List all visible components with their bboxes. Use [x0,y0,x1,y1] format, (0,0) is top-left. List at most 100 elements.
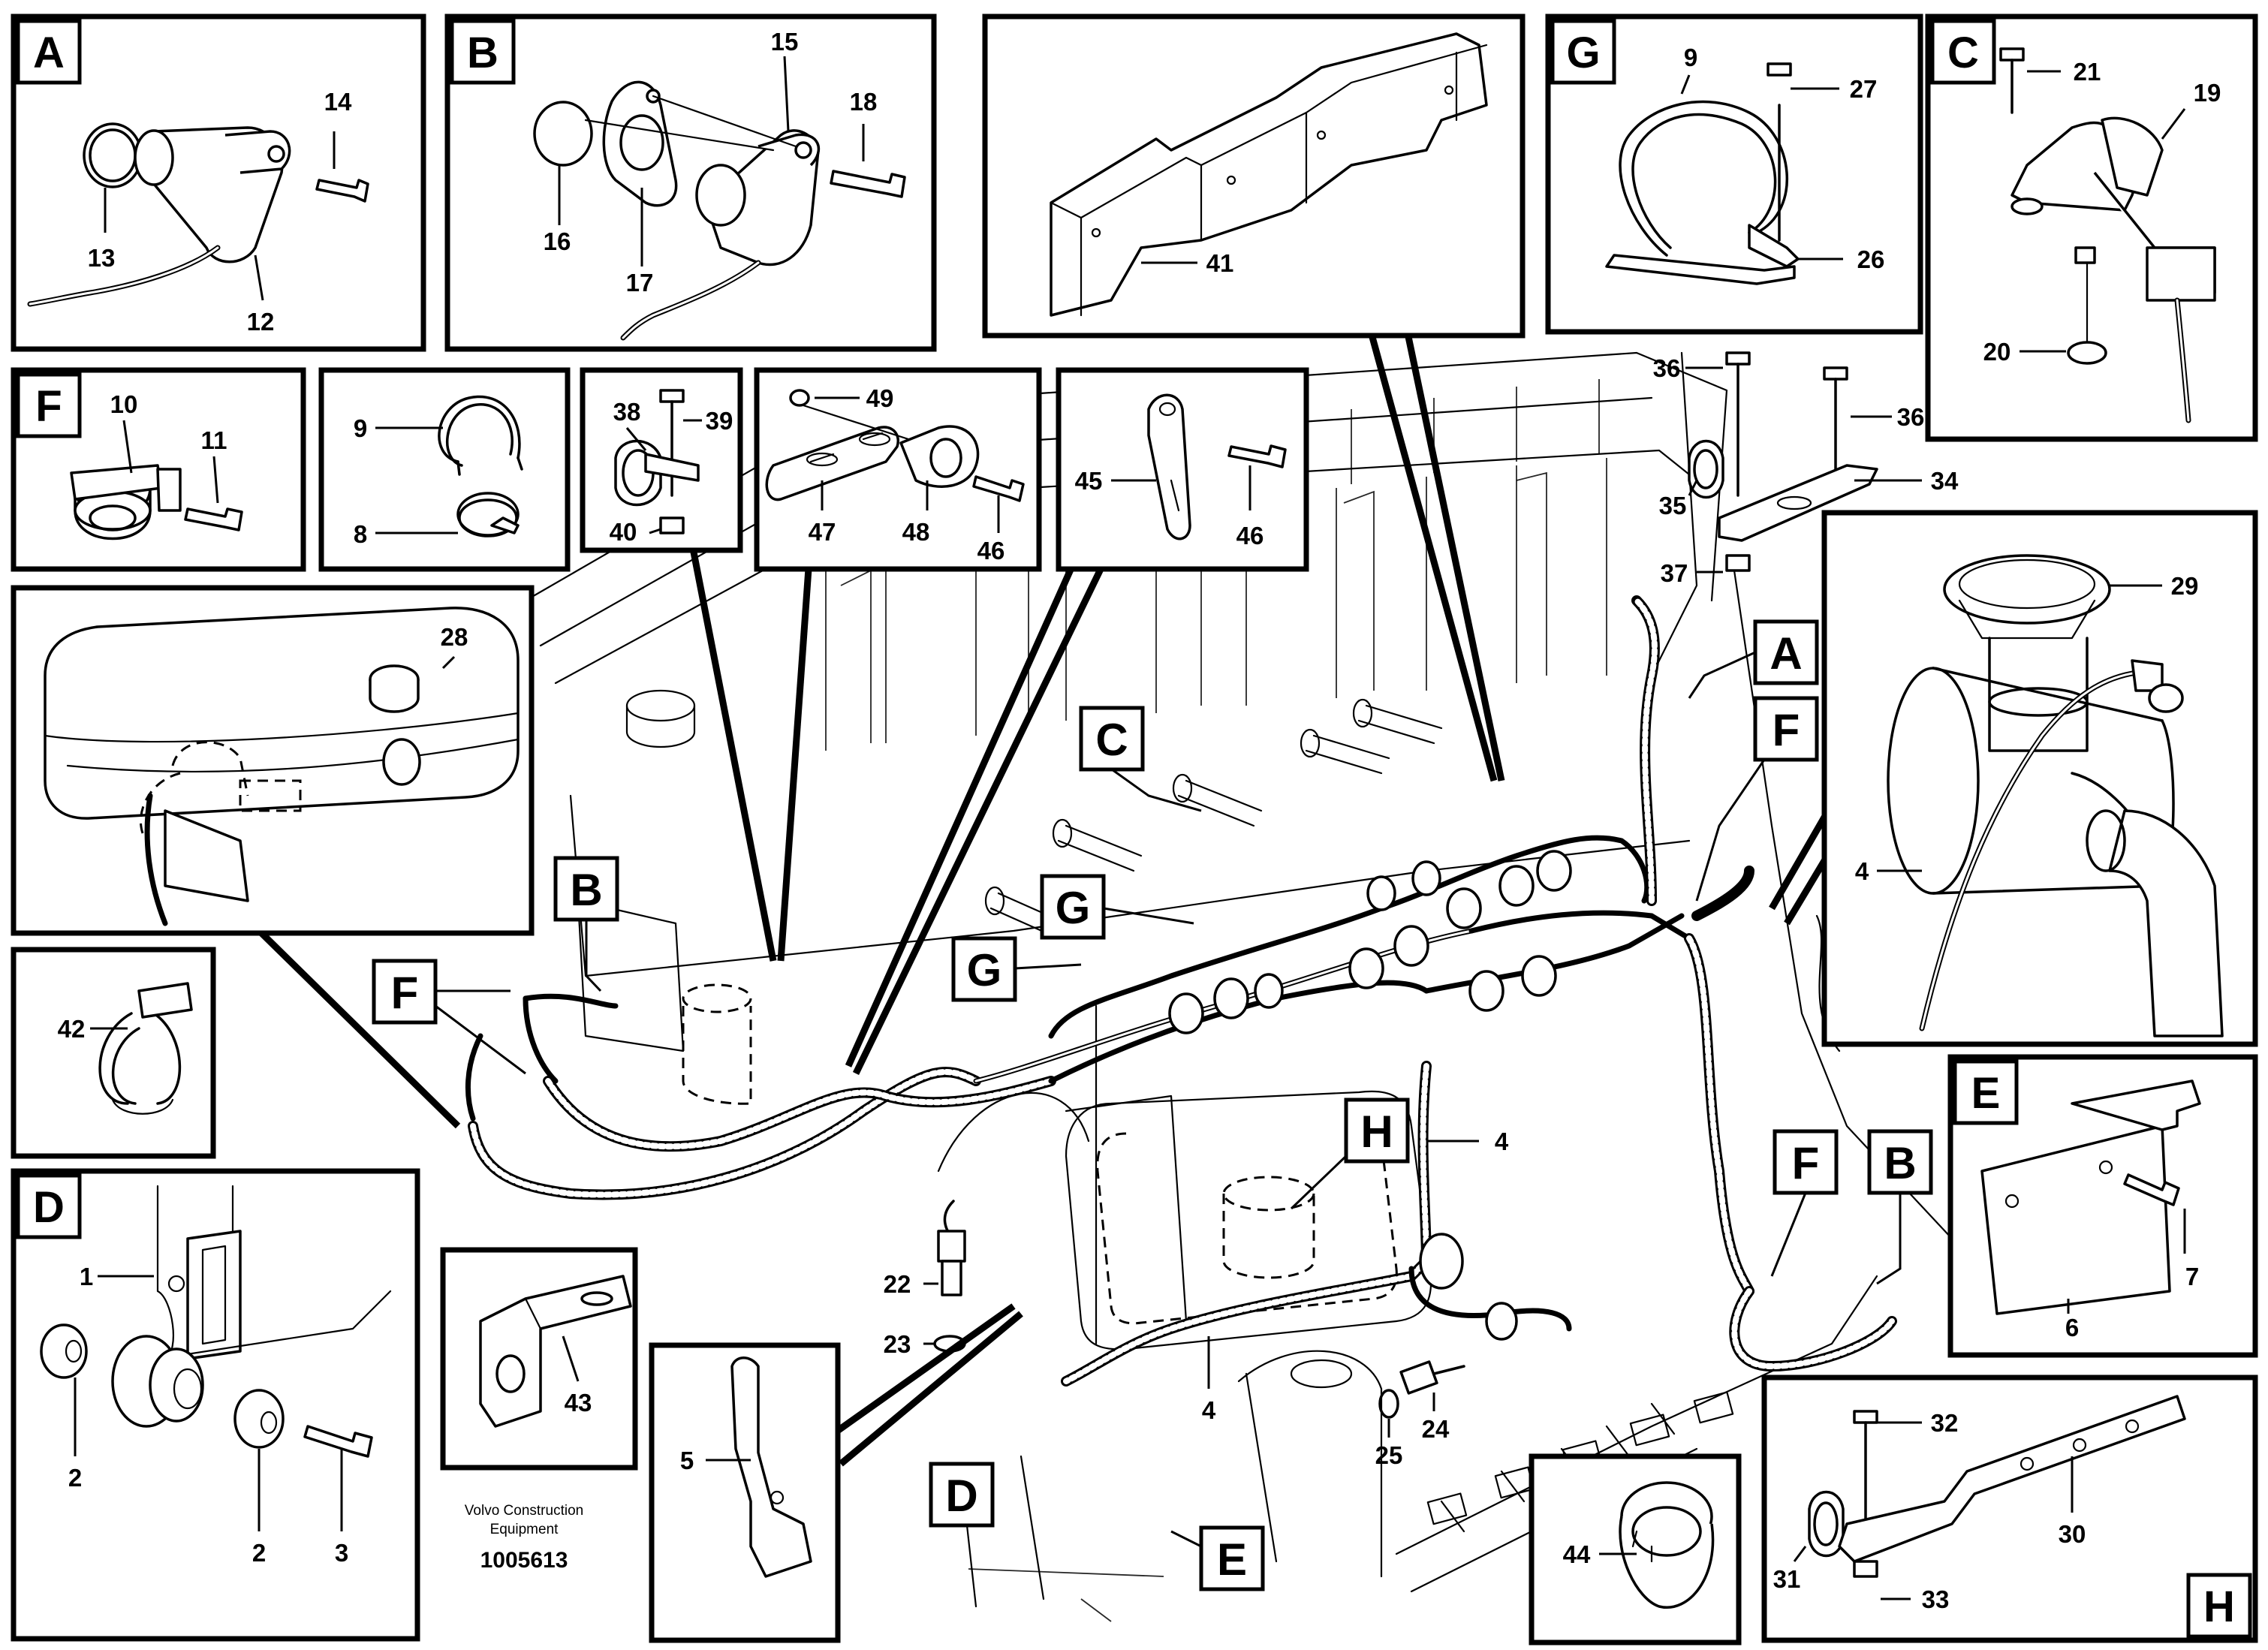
part-number-16: 16 [544,227,571,255]
panel-letter-E: E [1971,1069,2001,1118]
callout-G-bottom: G [967,945,1002,995]
part-number-4-lower: 4 [1202,1396,1216,1424]
detail-panel-D: D 1 2 2 3 [11,1168,420,1642]
part-number-33: 33 [1922,1585,1950,1613]
detail-panel-clamps: 9 8 [318,367,571,572]
part-number-6: 6 [2065,1314,2079,1341]
part-number-26: 26 [1857,245,1885,273]
callout-G-top: G [1056,883,1091,933]
part-number-19: 19 [2194,79,2221,107]
part-number-1: 1 [80,1263,93,1290]
part-number-17: 17 [626,269,654,297]
part-number-11: 11 [201,426,227,454]
part-number-36: 36 [1653,354,1681,382]
panel-letter-C: C [1947,29,1979,77]
part-number-39: 39 [706,407,733,435]
drawing-number: 1005613 [480,1548,568,1573]
callout-F-right-top: F [1773,705,1800,755]
part-number-21: 21 [2074,58,2101,86]
detail-panel-43: 43 [440,1247,638,1471]
part-number-18: 18 [850,88,878,116]
panel-letter-H: H [2203,1582,2235,1631]
panel-letter-G: G [1566,29,1600,77]
drawing-footer: Volvo Construction Equipment 1005613 [465,1503,583,1573]
part-number-30: 30 [2059,1520,2086,1548]
detail-panel-45-46: 45 46 [1056,367,1309,572]
callout-H: H [1360,1107,1393,1157]
brand-line-2: Equipment [490,1522,559,1537]
part-number-43: 43 [565,1389,592,1417]
part-number-4-air: 4 [1855,857,1869,885]
part-number-49: 49 [866,384,894,412]
reference-lines [245,314,1835,1467]
part-number-10: 10 [110,390,138,418]
panel-letter-D: D [33,1183,65,1232]
part-number-20: 20 [1983,338,2011,366]
part-number-47: 47 [809,518,836,546]
detail-panel-F: F 10 11 [11,367,306,572]
letter-callouts: A B B C D E F F F G [372,619,1933,1591]
callout-B-left: B [570,865,602,915]
part-number-8: 8 [354,520,367,548]
callout-D: D [945,1471,977,1521]
wiring-harnesses [465,595,1897,1395]
part-number-4-main: 4 [1495,1128,1509,1155]
detail-panel-E: E 6 7 [1947,1054,2258,1358]
panel-letter-A: A [33,29,65,77]
part-number-45: 45 [1075,467,1103,495]
part-number-7: 7 [2185,1263,2199,1290]
detail-panel-G: G 9 27 26 [1545,14,1923,335]
callout-F-right-bottom: F [1792,1138,1820,1188]
main-part-numbers: 4 4 22 23 25 24 [884,1128,1509,1469]
part-number-41: 41 [1206,249,1234,277]
part-number-28: 28 [441,623,468,651]
part-number-27: 27 [1850,75,1878,103]
part-number-29: 29 [2171,572,2199,600]
detail-panel-air-cleaner: 29 4 [1821,510,2258,1047]
callout-A: A [1770,628,1802,679]
part-number-46: 46 [977,537,1005,565]
part-number-3: 3 [335,1539,348,1567]
part-number-23: 23 [884,1330,911,1358]
part-number-42: 42 [58,1015,86,1043]
part-number-37: 37 [1661,559,1688,587]
callout-B-right: B [1884,1138,1916,1188]
part-number-35: 35 [1659,492,1687,519]
part-number-32: 32 [1931,1409,1959,1437]
part-number-5: 5 [680,1447,694,1474]
part-number-24: 24 [1422,1415,1450,1443]
bracket-parts-34-37: 36 36 34 35 37 [1653,351,1959,587]
part-number-12: 12 [247,308,275,336]
detail-panel-A: A 14 13 12 [11,14,426,352]
part-number-38: 38 [613,398,641,426]
part-number-14: 14 [324,88,352,116]
part-number-22: 22 [884,1270,911,1298]
detail-panel-44: 44 [1529,1453,1742,1645]
callout-C: C [1095,715,1128,765]
part-number-2: 2 [68,1464,82,1492]
part-number-9-g: 9 [1684,44,1697,71]
detail-panel-C: C 21 19 20 [1925,14,2258,442]
panel-letter-F: F [35,382,62,431]
detail-panel-42: 42 [11,947,216,1159]
detail-panel-38-40: 38 39 40 [580,367,743,553]
part-number-2-b: 2 [252,1539,266,1567]
part-number-48: 48 [902,518,930,546]
part-number-13: 13 [88,244,116,272]
detail-panel-H: H 32 30 31 33 [1761,1374,2258,1643]
callout-E: E [1217,1534,1247,1585]
part-number-34: 34 [1931,467,1959,495]
part-number-44: 44 [1563,1540,1591,1568]
part-number-40: 40 [610,518,637,546]
panel-letter-B: B [467,29,498,77]
part-number-46-b: 46 [1236,522,1264,549]
detail-panel-cover-41: 41 [982,14,1526,339]
harness-connectors [1168,850,1572,1034]
detail-panel-5: 5 [649,1342,841,1643]
part-number-9: 9 [354,414,367,442]
part-number-36-b: 36 [1897,403,1925,431]
part-number-15: 15 [771,28,799,56]
brand-line-1: Volvo Construction [465,1503,583,1519]
callout-F-left: F [391,968,419,1018]
